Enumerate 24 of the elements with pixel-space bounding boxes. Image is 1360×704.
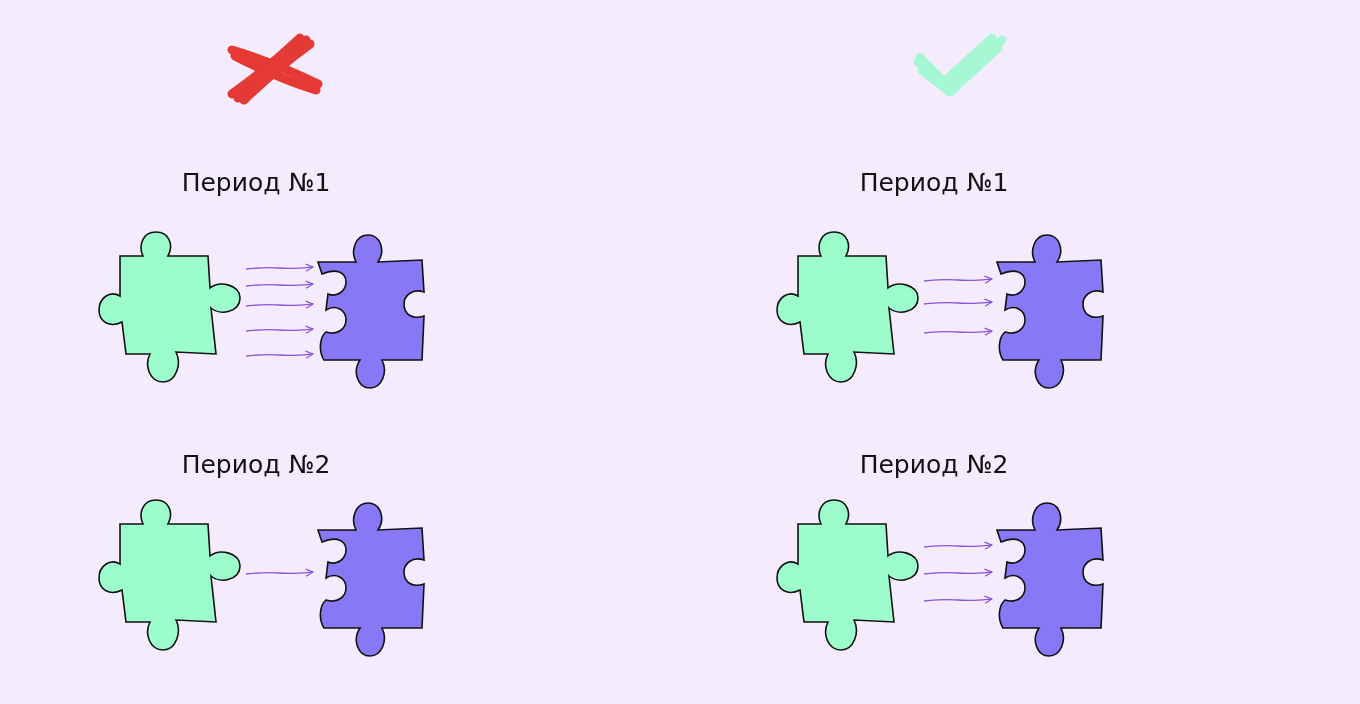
period-heading: Период №2 <box>859 450 1009 479</box>
puzzle-piece <box>995 500 1105 660</box>
puzzle-piece <box>316 232 426 392</box>
period-heading: Период №2 <box>181 450 331 479</box>
arrow <box>923 595 993 604</box>
arrow <box>923 568 993 577</box>
puzzle-piece <box>316 500 426 660</box>
period-heading: Период №1 <box>181 168 331 197</box>
arrow <box>923 275 993 284</box>
puzzle-piece <box>776 498 921 653</box>
puzzle-piece <box>98 230 243 385</box>
arrow <box>245 263 314 272</box>
puzzle-piece <box>995 232 1105 392</box>
period-heading: Период №1 <box>859 168 1009 197</box>
puzzle-piece <box>776 230 921 385</box>
arrow <box>923 327 993 336</box>
arrow <box>923 298 993 307</box>
puzzle-piece <box>98 498 243 653</box>
arrow <box>245 350 314 359</box>
arrow <box>923 541 993 550</box>
arrow <box>245 325 314 334</box>
arrow <box>245 280 314 289</box>
arrow <box>245 568 314 577</box>
arrow <box>245 300 314 309</box>
